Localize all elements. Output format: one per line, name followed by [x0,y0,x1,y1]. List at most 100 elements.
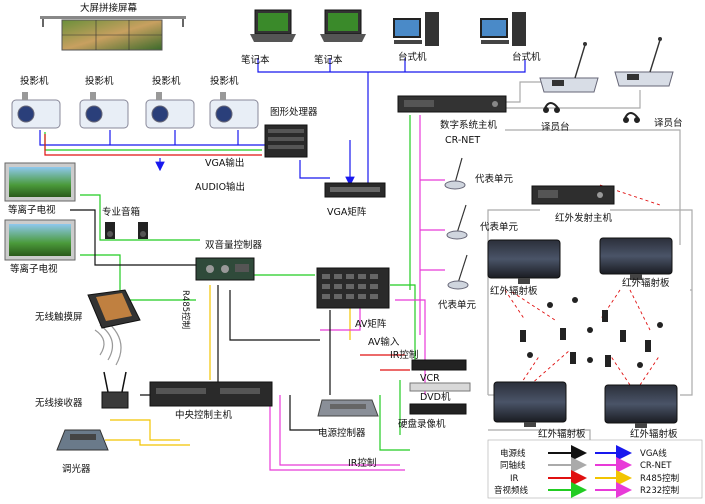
speaker-icon [105,222,115,239]
graphics-processor: 图形处理器 VGA输出 AUDIO输出 [195,106,318,193]
ir-transmitter: 红外发射主机 [531,185,615,224]
power-controller-label: 电源控制器 [318,427,366,439]
hdd-recorder-label: 硬盘录像机 [398,418,446,430]
ir-control-label-1: IR控制 [390,349,418,361]
legend-crnet-label: CR-NET [640,461,672,471]
receiver-unit-icon [560,328,566,340]
receiver-unit-icon [602,310,608,322]
plasma-tv-label-1: 等离子电视 [8,204,56,216]
interpreter-label-2: 译员台 [654,117,683,129]
av-matrix-label: AV矩阵 [355,318,387,330]
big-screen-label: 大屏拼接屏幕 [80,2,138,14]
dimmer-label: 调光器 [62,463,91,475]
vcr-icon [411,359,467,371]
laptop-label-2: 笔记本 [314,54,343,66]
audio-output-label: AUDIO输出 [195,181,245,193]
headphone-icon [657,322,663,328]
vga-matrix: VGA矩阵 [324,182,386,218]
graphics-processor-label: 图形处理器 [270,106,318,118]
interpreter-desks: 译员台 译员台 [539,37,683,133]
laptop-icon [250,9,296,42]
projector-icon [79,92,129,129]
interpreter-desk-icon [539,42,599,93]
ir-radiator-label-3: 红外辐射板 [538,428,586,440]
wireless-touch-screen: 无线触摸屏 [35,289,141,329]
ir-radiator-icon [493,381,567,427]
plasma-tvs: 等离子电视 等离子电视 [4,162,76,275]
headphone-icon [543,102,560,113]
vga-matrix-label: VGA矩阵 [327,206,367,218]
projector-icon [145,92,195,129]
headphone-icon [587,327,593,333]
projector-label-3: 投影机 [152,75,181,87]
headphone-icon [637,362,643,368]
delegate-unit-icon [444,157,466,190]
projectors: 投影机 投影机 投影机 投影机 [11,75,259,129]
ir-control-label-2: IR控制 [348,457,376,469]
dual-volume-controller: 双音量控制器 R485控制 [180,239,263,329]
headphone-icon [572,297,578,303]
projector-label-4: 投影机 [210,75,239,87]
legend-power-label: 电源线 [500,448,526,459]
dvd-label: DVD机 [420,391,451,403]
headphone-icon [547,302,553,308]
receiver-unit-icon [520,330,526,342]
central-host-label: 中央控制主机 [175,409,233,421]
projector-label-1: 投影机 [20,75,49,87]
receiver-unit-icon [620,330,626,342]
ir-radiator-label-4: 红外辐射板 [630,428,678,440]
headphone-icon [623,112,640,123]
legend-r485-label: R485控制 [640,473,679,484]
delegate-units: 代表单元 代表单元 代表单元 [438,157,519,311]
wires [39,58,693,471]
laptop-icon [320,9,366,42]
vga-output-label: VGA输出 [205,157,244,169]
plasma-tv-icon [4,162,76,202]
receiver-label: 无线接收器 [35,397,83,409]
legend-r232-label: R232控制 [640,485,679,496]
vcr-dvd: VCR DVD机 硬盘录像机 [398,359,471,430]
wireless-receiver: 无线接收器 [35,371,129,409]
digital-host-label: 数字系统主机 [440,119,498,131]
interpreter-desk-icon [614,37,674,87]
wireless-headsets [520,297,663,368]
legend: 电源线 同轴线 IR 音视频线 VGA线 CR-NET R485控制 R232控… [487,439,703,499]
ir-radiators: 红外辐射板 红外辐射板 红外辐射板 红外辐射板 [487,237,678,440]
vcr-label: VCR [420,373,440,384]
ir-radiator-icon [599,237,673,280]
desktop-icon [480,12,526,46]
delegate-unit-icon [447,254,469,290]
receiver-unit-icon [605,355,611,367]
touch-screen-label: 无线触摸屏 [35,311,83,323]
legend-av-label: 音视频线 [494,485,529,496]
speaker-icon [138,222,148,239]
desktop-icon [393,12,439,46]
central-control-host: 中央控制主机 [149,381,273,421]
plasma-tv-icon [4,219,76,261]
delegate-unit-icon [446,204,468,240]
projector-icon [11,92,61,129]
legend-vga-label: VGA线 [640,448,667,459]
cr-net-label: CR-NET [445,135,480,146]
dual-volume-label: 双音量控制器 [205,239,263,251]
desktop-label-2: 台式机 [512,51,541,63]
dimmer: 调光器 [56,429,109,475]
hdd-recorder-icon [409,403,467,415]
power-controller: 电源控制器 IR控制 [317,399,379,469]
rs485-label: R485控制 [180,290,191,329]
digital-system-host: 数字系统主机 CR-NET [397,95,507,146]
av-matrix: AV矩阵 AV输入 IR控制 [316,267,418,361]
headphone-icon [527,352,533,358]
delegate-label-1: 代表单元 [475,173,514,185]
receiver-unit-icon [645,340,651,352]
ir-radiator-icon [487,239,561,284]
dvd-icon [409,382,471,392]
desktop-label-1: 台式机 [398,51,427,63]
receiver-unit-icon [570,352,576,364]
laptop-label-1: 笔记本 [241,54,270,66]
ir-transmitter-label: 红外发射主机 [555,212,613,224]
legend-coax-label: 同轴线 [500,460,526,471]
legend-ir-label: IR [510,474,519,484]
